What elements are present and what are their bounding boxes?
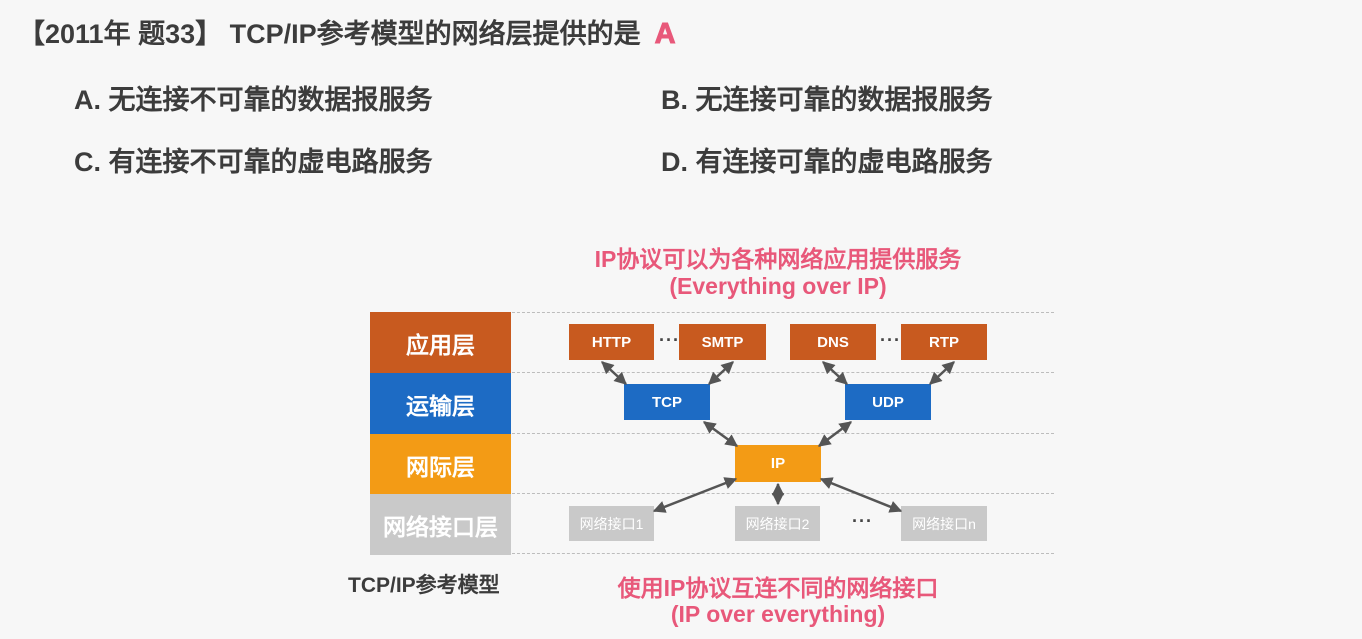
- protocol-tcp: TCP: [624, 384, 710, 420]
- arrow-dns-udp: [822, 361, 848, 385]
- layer-network-interface: 网络接口层: [370, 494, 511, 555]
- ellipsis: ···: [880, 330, 901, 350]
- protocol-dns: DNS: [790, 324, 876, 360]
- protocol-http: HTTP: [569, 324, 654, 360]
- divider-line: [512, 553, 1054, 554]
- protocol-rtp: RTP: [901, 324, 987, 360]
- ellipsis: ···: [852, 511, 873, 531]
- option-a: A. 无连接不可靠的数据报服务: [74, 85, 433, 115]
- top-note-line1: IP协议可以为各种网络应用提供服务: [594, 246, 962, 272]
- interface-2: 网络接口2: [735, 506, 820, 541]
- protocol-udp: UDP: [845, 384, 931, 420]
- option-d: D. 有连接可靠的虚电路服务: [661, 147, 993, 177]
- bottom-note-line2: (IP over everything): [670, 601, 886, 627]
- arrow-ip-ifn: [819, 477, 903, 513]
- option-c: C. 有连接不可靠的虚电路服务: [74, 147, 433, 177]
- layer-transport: 运输层: [370, 373, 511, 434]
- protocol-ip: IP: [735, 445, 821, 482]
- ellipsis: ···: [659, 330, 680, 350]
- arrow-udp-ip: [818, 421, 852, 447]
- top-note-line2: (Everything over IP): [669, 273, 887, 299]
- layer-internet: 网际层: [370, 434, 511, 495]
- protocol-smtp: SMTP: [679, 324, 766, 360]
- arrow-http-tcp: [601, 361, 627, 385]
- layer-application: 应用层: [370, 312, 511, 373]
- question-title: 【2011年 题33】 TCP/IP参考模型的网络层提供的是 A: [18, 12, 676, 51]
- arrow-tcp-ip: [702, 420, 739, 448]
- arrow-rtp-udp: [929, 361, 955, 385]
- answer-mark: A: [654, 18, 676, 51]
- divider-line: [512, 372, 1054, 373]
- question-text: 【2011年 题33】 TCP/IP参考模型的网络层提供的是: [18, 19, 641, 49]
- interface-1: 网络接口1: [569, 506, 654, 541]
- interface-n: 网络接口n: [901, 506, 987, 541]
- arrow-smtp-tcp: [708, 361, 734, 385]
- divider-line: [512, 312, 1054, 313]
- option-b: B. 无连接可靠的数据报服务: [661, 85, 993, 115]
- bottom-note-line1: 使用IP协议互连不同的网络接口: [617, 575, 939, 601]
- arrow-ip-if1: [652, 477, 738, 513]
- model-caption: TCP/IP参考模型: [348, 574, 500, 597]
- divider-line: [512, 433, 1054, 434]
